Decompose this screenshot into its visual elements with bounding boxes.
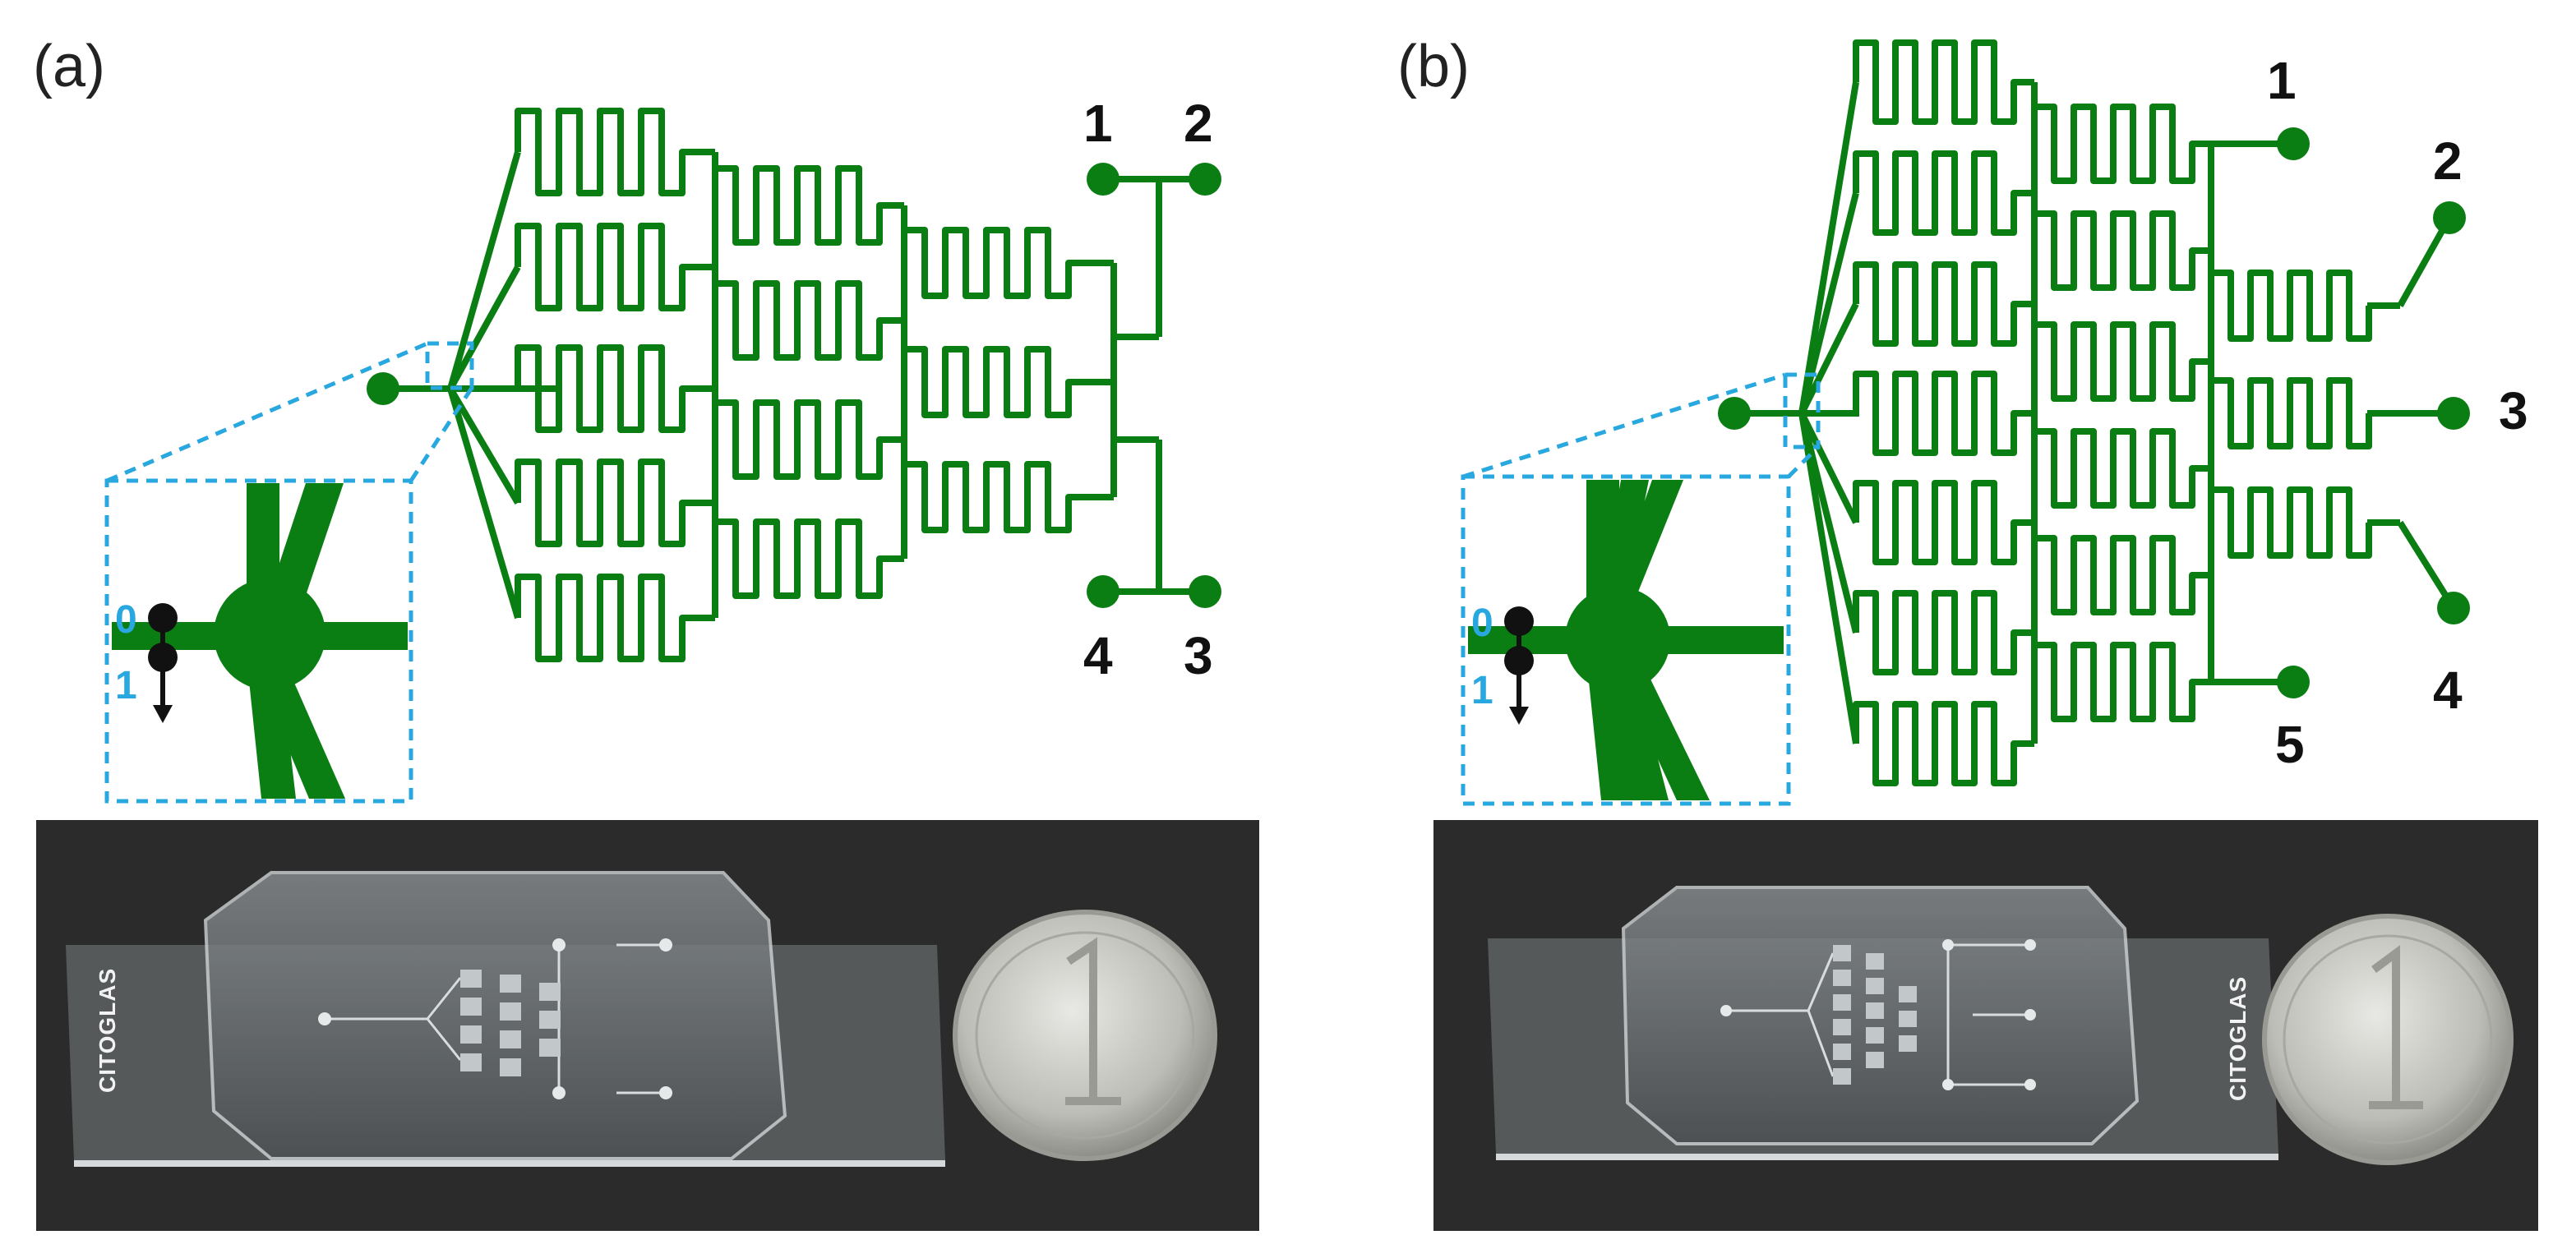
panel-b-col1-serpentine-1 xyxy=(1853,39,2034,125)
panel-b-zoom-label-0: 0 xyxy=(1471,601,1493,645)
panel-b-coin xyxy=(2262,914,2514,1165)
panel-b-col1-serpentine-2 xyxy=(1853,150,2034,236)
panel-b-outlet-3-label: 3 xyxy=(2499,381,2528,440)
panel-a-col2-serpentine-1 xyxy=(712,165,904,246)
panel-b-zoom-marker xyxy=(1504,606,1534,725)
panel-a-device-photo: CITOGLAS xyxy=(36,820,1259,1231)
panel-b-col2-serpentine-2 xyxy=(2031,210,2211,291)
panel-a-network-diagram xyxy=(367,108,1221,662)
panel-a-col2-serpentine-4 xyxy=(712,518,904,599)
panel-b-col2-serpentine-4 xyxy=(2031,428,2211,509)
panel-b-device-photo: CITOGLAS xyxy=(1433,820,2538,1231)
panel-a-col2-serpentine-3 xyxy=(712,399,904,480)
panel-b-col1-serpentine-7 xyxy=(1853,701,2034,786)
panel-a-photo-channels xyxy=(321,943,666,1094)
panel-b-photo-ports xyxy=(1720,939,2036,1090)
panel-b-col2-serpentine-3 xyxy=(2031,321,2211,402)
panel-b-outlet-4-label: 4 xyxy=(2433,661,2463,720)
panel-a-col1-serpentine-2 xyxy=(515,223,715,311)
panel-a-outlet-3-label: 3 xyxy=(1184,626,1213,685)
panel-b-col1-serpentine-4 xyxy=(1853,371,2034,456)
panel-b-col1-serpentine-5 xyxy=(1853,480,2034,565)
panel-b-outlet-manifold xyxy=(2208,127,2470,698)
panel-a-outlet-manifold xyxy=(1087,163,1221,608)
panel-b-col3-serpentine-3 xyxy=(2208,486,2372,559)
panel-b-col2-serpentine-1 xyxy=(2031,104,2211,184)
panel-b-photo-serpentines xyxy=(1833,945,1917,1085)
panel-a-col1-serpentine-4 xyxy=(515,459,715,547)
panel-b-col3-serpentine-2 xyxy=(2208,377,2372,449)
panel-a-zoom-inset: 0 1 xyxy=(104,341,474,804)
panel-a-serpentine-column-1 xyxy=(515,108,718,662)
panel-a-col1-serpentine-3 xyxy=(515,344,715,433)
panel-a-branches xyxy=(447,150,559,620)
panel-b-outlet-5-label: 5 xyxy=(2275,715,2305,774)
panel-a-coin xyxy=(953,910,1217,1161)
panel-a-label: (a) xyxy=(33,34,105,99)
panel-b-col2-serpentine-6 xyxy=(2031,642,2211,722)
panel-a-outlet-1-label: 1 xyxy=(1083,94,1113,153)
panel-b-zoom-inset: 0 1 xyxy=(1461,372,1821,806)
panel-a-serpentine-column-2 xyxy=(712,165,907,599)
panel-a-photo-serpentines xyxy=(460,970,561,1076)
panel-a-zoom-label-0: 0 xyxy=(115,598,137,642)
panel-a-pdms-chip xyxy=(203,871,787,1160)
panel-b-inlet xyxy=(1718,397,1808,430)
panel-b-col1-serpentine-6 xyxy=(1853,590,2034,675)
panel-a-zoom-label-1: 1 xyxy=(115,664,137,707)
panel-a-col3-serpentine-1 xyxy=(901,227,1114,299)
panel-a-outlet-2-label: 2 xyxy=(1184,94,1213,153)
panel-a-col1-serpentine-5 xyxy=(515,574,715,662)
panel-b-col1-serpentine-3 xyxy=(1853,261,2034,347)
panel-b-label: (b) xyxy=(1397,34,1470,99)
panel-a-zoom-marker xyxy=(148,603,178,723)
panel-b-slide-brand: CITOGLAS xyxy=(2225,976,2251,1101)
panel-a-outlet-4-label: 4 xyxy=(1083,626,1113,685)
panel-a-slide-brand: CITOGLAS xyxy=(95,968,120,1093)
panel-b-serpentine-column-3 xyxy=(2208,270,2372,559)
panel-b-branches xyxy=(1798,81,1859,744)
panel-a-serpentine-column-3 xyxy=(901,227,1117,533)
panel-a-inlet xyxy=(367,372,456,405)
panel-b-col2-serpentine-5 xyxy=(2031,535,2211,615)
panel-b-serpentine-column-2 xyxy=(2031,104,2211,722)
panel-b-outlet-2-label: 2 xyxy=(2433,131,2463,191)
panel-b-zoom-label-1: 1 xyxy=(1471,669,1493,712)
panel-a-col3-serpentine-3 xyxy=(901,461,1114,533)
panel-b-photo-channels xyxy=(1726,943,2030,1086)
panel-a-col3-serpentine-2 xyxy=(901,346,1114,418)
panel-b-col3-serpentine-1 xyxy=(2208,270,2372,342)
panel-b-serpentine-column-1 xyxy=(1853,39,2038,786)
panel-b-network-diagram xyxy=(1718,39,2470,786)
panel-a-col2-serpentine-2 xyxy=(712,280,904,361)
panel-b-outlet-1-label: 1 xyxy=(2267,51,2297,110)
panel-a-col1-serpentine-1 xyxy=(515,108,715,196)
panel-a-photo-ports xyxy=(318,938,672,1099)
